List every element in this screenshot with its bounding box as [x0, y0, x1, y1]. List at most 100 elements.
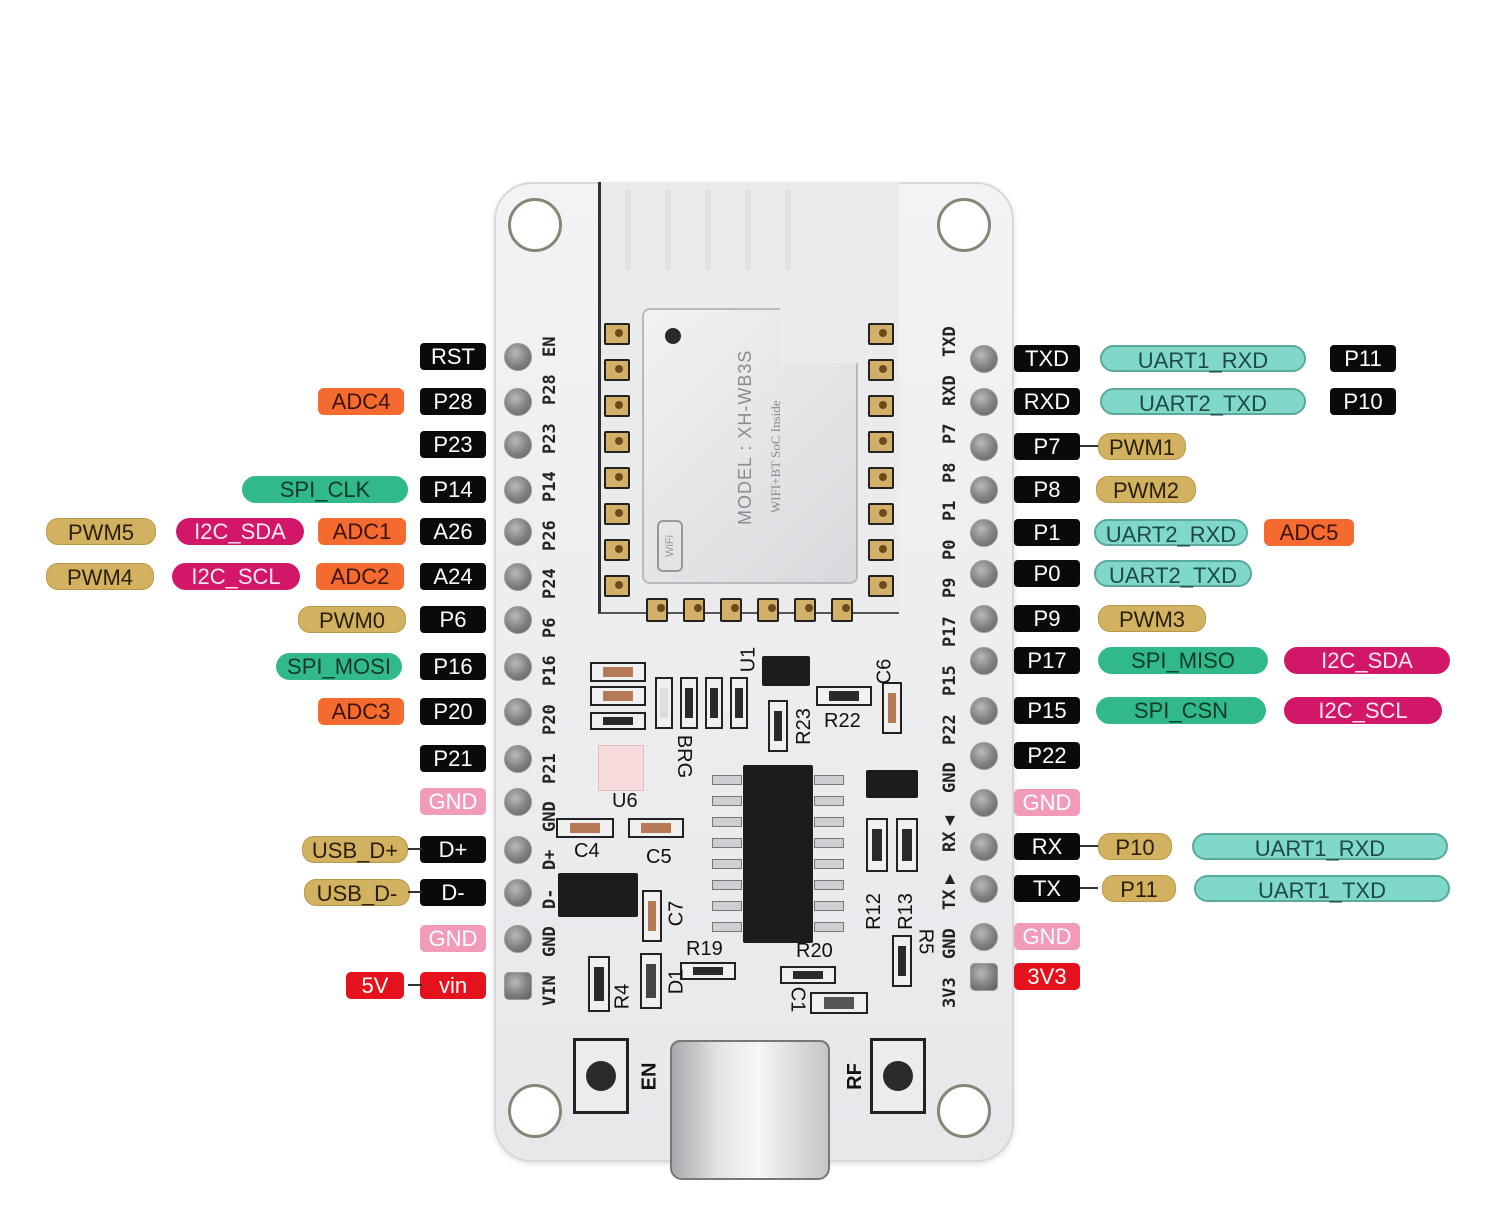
header-pin-right	[970, 742, 998, 770]
label-u1: U1	[737, 646, 760, 673]
header-pin-left	[504, 879, 532, 907]
label-en-button: EN	[638, 1062, 661, 1091]
header-pin-right	[970, 388, 998, 416]
ic-leg	[712, 817, 742, 827]
header-pin-left	[504, 476, 532, 504]
capacitor	[590, 662, 646, 682]
header-pin-left	[504, 836, 532, 864]
resistor-r20	[780, 966, 836, 984]
ic-leg	[814, 880, 844, 890]
mounting-hole-bottom-left	[508, 1084, 562, 1138]
silkscreen-pin-label: VIN	[540, 975, 560, 1006]
silkscreen-pin-label: P22	[940, 713, 960, 745]
wifi-logo-icon: WiFi	[657, 520, 683, 572]
silkscreen-pin-label: P26	[540, 520, 560, 551]
silkscreen-pin-label: TXD	[940, 326, 960, 357]
silkscreen-pin-label: P21	[540, 752, 560, 784]
silkscreen-pin-label: P28	[540, 374, 560, 406]
right-label-adc5: ADC5	[1264, 519, 1354, 546]
left-label-adc3: ADC3	[318, 698, 404, 725]
castellated-pad	[868, 539, 894, 561]
right-label-p15: P15	[1014, 697, 1080, 724]
label-connector-line	[1080, 887, 1098, 889]
ic-leg	[814, 796, 844, 806]
en-button[interactable]	[573, 1038, 629, 1114]
castellated-pad	[794, 598, 816, 622]
right-label-rxd: RXD	[1014, 388, 1080, 415]
silkscreen-pin-label: GND	[940, 762, 960, 794]
resistor	[705, 677, 723, 729]
silkscreen-pin-label: P20	[540, 704, 560, 735]
left-label-spi-mosi: SPI_MOSI	[276, 653, 402, 680]
silkscreen-pin-label: P1	[940, 500, 960, 522]
header-pin-left	[504, 343, 532, 371]
right-label-uart1-txd: UART1_TXD	[1194, 875, 1450, 903]
label-rf-button: RF	[843, 1063, 866, 1090]
castellated-pad	[868, 431, 894, 453]
pcb-antenna	[625, 190, 825, 270]
left-label-p16: P16	[420, 653, 486, 680]
header-pin-right	[970, 345, 998, 373]
header-pin-left	[504, 653, 532, 681]
right-label-gnd: GND	[1014, 923, 1080, 950]
resistor-r13	[896, 818, 918, 872]
left-label-usb-d: USB_D+	[302, 836, 408, 863]
header-pin-left	[504, 925, 532, 953]
left-label-a26: A26	[420, 518, 486, 545]
capacitor	[590, 686, 646, 706]
right-label-rx: RX	[1014, 833, 1080, 860]
header-pin-right	[970, 833, 998, 861]
castellated-pad	[604, 575, 630, 597]
ic-leg	[712, 901, 742, 911]
label-connector-line	[1080, 845, 1098, 847]
resistor-r12	[866, 818, 888, 872]
capacitor-c5	[628, 818, 684, 838]
capacitor-c7	[642, 890, 662, 942]
silkscreen-pin-label: 3V3	[940, 977, 960, 1008]
mounting-hole-top-right	[937, 198, 991, 252]
right-label-3v3: 3V3	[1014, 963, 1080, 990]
right-label-spi-miso: SPI_MISO	[1098, 647, 1268, 674]
castellated-pad	[868, 323, 894, 345]
left-label-i2c-sda: I2C_SDA	[176, 518, 304, 545]
silkscreen-pin-label: GND	[940, 928, 960, 960]
ic-leg	[712, 922, 742, 932]
right-label-p10: P10	[1098, 833, 1172, 860]
diode-d1	[640, 953, 662, 1009]
left-label-5v: 5V	[346, 972, 404, 999]
right-label-pwm3: PWM3	[1098, 605, 1206, 632]
left-label-pwm0: PWM0	[298, 606, 406, 633]
castellated-pad	[868, 575, 894, 597]
header-pin-left	[504, 698, 532, 726]
left-label-spi-clk: SPI_CLK	[242, 476, 408, 503]
header-pin-right	[970, 923, 998, 951]
left-label-a24: A24	[420, 563, 486, 590]
castellated-pad	[604, 359, 630, 381]
castellated-pad	[604, 395, 630, 417]
header-pin-right	[970, 476, 998, 504]
left-label-d: D-	[420, 879, 486, 906]
ic-leg	[712, 859, 742, 869]
label-connector-line	[408, 848, 422, 850]
usb-serial-chip	[743, 765, 813, 943]
castellated-pad	[831, 598, 853, 622]
ic-leg	[712, 880, 742, 890]
resistor-r4	[588, 956, 610, 1012]
label-c7: C7	[665, 900, 688, 927]
usb-c-port[interactable]	[670, 1040, 830, 1180]
silkscreen-pin-label: P17	[940, 616, 960, 648]
silkscreen-pin-label: P6	[540, 617, 560, 638]
resistor-r23	[768, 700, 788, 752]
label-r5: R5	[914, 928, 937, 955]
label-r22: R22	[824, 710, 861, 732]
ic-leg	[712, 838, 742, 848]
right-label-pwm1: PWM1	[1098, 433, 1186, 460]
right-label-gnd: GND	[1014, 789, 1080, 816]
header-pin-right	[970, 697, 998, 725]
silkscreen-pin-label: RXD	[940, 374, 960, 406]
label-r20: R20	[796, 940, 833, 962]
rf-button[interactable]	[870, 1038, 926, 1114]
voltage-regulator	[558, 873, 638, 917]
label-c4: C4	[574, 840, 600, 862]
castellated-pad	[604, 539, 630, 561]
